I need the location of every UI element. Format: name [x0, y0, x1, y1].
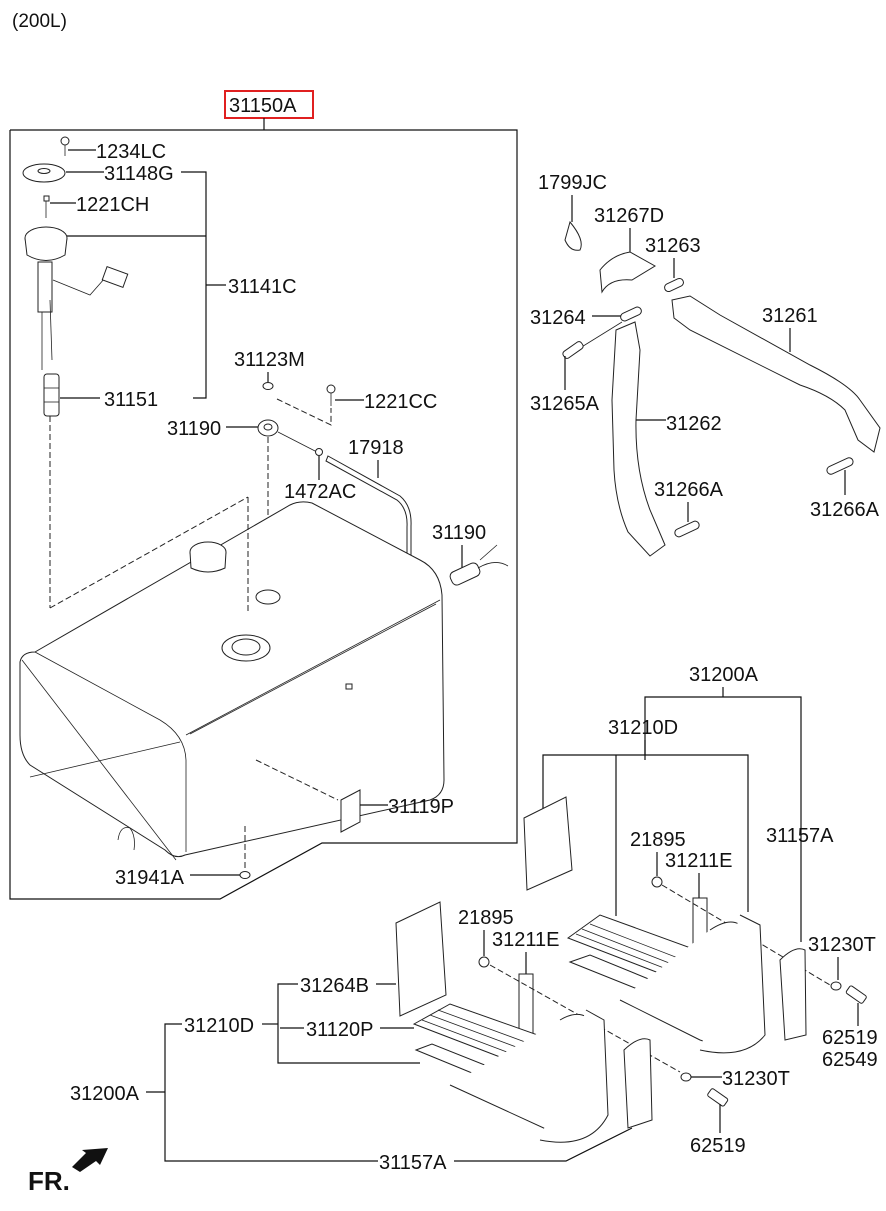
label-1221CC[interactable]: 1221CC: [364, 391, 437, 413]
label-31262[interactable]: 31262: [666, 413, 722, 435]
label-17918[interactable]: 17918: [348, 437, 404, 459]
label-1799JC[interactable]: 1799JC: [538, 172, 607, 194]
label-62519-left[interactable]: 62519: [690, 1135, 746, 1157]
label-62519-right[interactable]: 62519: [822, 1027, 878, 1049]
clip-1799JC[interactable]: [564, 220, 582, 251]
valve-31190-upper[interactable]: [257, 419, 279, 437]
label-31230T-left[interactable]: 31230T: [722, 1068, 790, 1090]
label-31941A[interactable]: 31941A: [115, 867, 185, 889]
label-31267D[interactable]: 31267D: [594, 205, 664, 227]
nut-21895-right[interactable]: [651, 876, 663, 888]
label-31264B[interactable]: 31264B: [300, 975, 369, 997]
front-arrow-icon: [72, 1148, 108, 1172]
bolt-62519-right[interactable]: [845, 985, 868, 1004]
label-31157A-right[interactable]: 31157A: [766, 825, 834, 847]
label-31261[interactable]: 31261: [762, 305, 818, 327]
label-31211E-right[interactable]: 31211E: [665, 850, 732, 872]
label-31141C[interactable]: 31141C: [228, 276, 297, 298]
label-31151[interactable]: 31151: [104, 389, 158, 411]
bracket-31157A-right[interactable]: [779, 948, 807, 1041]
mat-31264B-left[interactable]: [395, 901, 447, 1017]
nut-21895-left[interactable]: [478, 956, 490, 968]
pin-31266A-right[interactable]: [826, 456, 855, 475]
screw-1234LC[interactable]: [60, 136, 70, 156]
washer-31230T-left[interactable]: [680, 1072, 692, 1082]
label-62549[interactable]: 62549: [822, 1049, 878, 1071]
variant-label: (200L): [12, 11, 67, 32]
label-21895-right[interactable]: 21895: [630, 829, 686, 851]
label-31148G[interactable]: 31148G: [104, 163, 174, 185]
label-1221CH[interactable]: 1221CH: [76, 194, 149, 216]
step-31120P-left[interactable]: [412, 1003, 609, 1143]
label-31211E-left[interactable]: 31211E: [492, 929, 559, 951]
tank-assembly-frame: [9, 129, 518, 900]
pin-31264[interactable]: [619, 306, 642, 323]
label-31210D-right[interactable]: 31210D: [608, 717, 678, 739]
bolt-31265A[interactable]: [562, 340, 585, 359]
clip-1472AC[interactable]: [315, 448, 323, 456]
label-31200A-left[interactable]: 31200A: [70, 1083, 140, 1105]
drain-plug-31941A[interactable]: [239, 871, 251, 879]
label-31150A[interactable]: 31150A: [229, 95, 297, 117]
strap-31262[interactable]: [611, 321, 666, 557]
label-plate-31119P[interactable]: [340, 789, 361, 833]
label-31210D-left[interactable]: 31210D: [184, 1015, 254, 1037]
label-31119P[interactable]: 31119P: [388, 796, 454, 818]
label-31157A-left[interactable]: 31157A: [379, 1152, 447, 1174]
bracket-31267D[interactable]: [599, 251, 656, 294]
label-31264[interactable]: 31264: [530, 307, 586, 329]
label-1472AC[interactable]: 1472AC: [284, 481, 356, 503]
fitting-31190-lower[interactable]: [448, 544, 509, 587]
label-31190-upper[interactable]: 31190: [167, 418, 221, 440]
label-31120P[interactable]: 31120P: [306, 1019, 373, 1041]
pin-31266A-left[interactable]: [674, 520, 701, 538]
gasket-31148G[interactable]: [22, 163, 66, 183]
strap-31261[interactable]: [671, 295, 881, 453]
fuel-sender-31141C[interactable]: [24, 226, 129, 370]
label-31200A-right[interactable]: 31200A: [689, 664, 759, 686]
label-31266A-right[interactable]: 31266A: [810, 499, 880, 521]
washer-31230T-right[interactable]: [830, 981, 842, 991]
seal-31123M[interactable]: [262, 382, 274, 390]
label-31123M[interactable]: 31123M: [234, 349, 305, 371]
screw-1221CH[interactable]: [43, 195, 50, 218]
fuel-tank[interactable]: [19, 501, 445, 861]
label-31190-lower[interactable]: 31190: [432, 522, 486, 544]
screw-1221CC[interactable]: [326, 384, 336, 406]
bolt-62519-left[interactable]: [707, 1088, 729, 1107]
pin-31263[interactable]: [663, 277, 685, 293]
step-31120P-right[interactable]: [566, 914, 766, 1054]
label-31266A-left[interactable]: 31266A: [654, 479, 724, 501]
direction-label: FR.: [28, 1166, 70, 1196]
label-21895-left[interactable]: 21895: [458, 907, 514, 929]
label-1234LC[interactable]: 1234LC: [96, 141, 166, 163]
bracket-31157A-left[interactable]: [623, 1038, 653, 1129]
highlight-box[interactable]: [224, 90, 314, 119]
label-31230T-right[interactable]: 31230T: [808, 934, 876, 956]
label-31265A[interactable]: 31265A: [530, 393, 600, 415]
label-31263[interactable]: 31263: [645, 235, 701, 257]
float-31151[interactable]: [43, 373, 60, 417]
mat-31264B-right[interactable]: [523, 796, 573, 891]
